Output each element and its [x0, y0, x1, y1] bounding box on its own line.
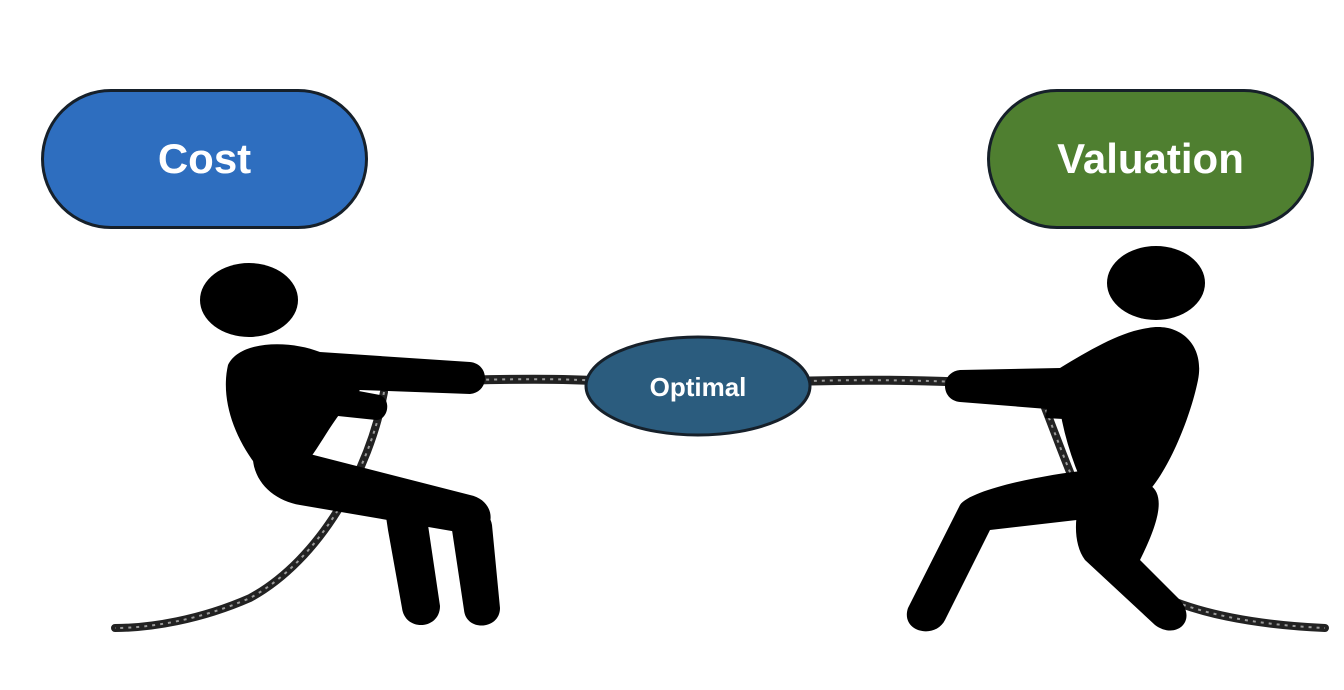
left-person-shin-back — [385, 508, 440, 626]
right-person-leg-back — [906, 470, 1132, 632]
right-person-leg-front — [1075, 480, 1187, 631]
optimal-node: Optimal — [584, 335, 812, 437]
right-person-head — [1107, 246, 1205, 320]
left-person-thigh — [252, 440, 491, 535]
left-person-torso — [225, 344, 485, 470]
cost-label-pill: Cost — [41, 89, 368, 229]
person-pulling-right-figure — [906, 246, 1205, 632]
cost-label: Cost — [157, 135, 252, 182]
valuation-label-pill: Valuation — [987, 89, 1314, 229]
left-person-head — [200, 263, 298, 337]
right-person-arm — [1045, 395, 1130, 422]
left-person-arm — [300, 380, 388, 420]
left-trailing-rope — [111, 388, 388, 632]
valuation-label: Valuation — [1057, 135, 1244, 182]
optimal-ellipse — [584, 335, 812, 437]
optimal-label: Optimal — [650, 372, 747, 402]
left-person-shin-front — [450, 503, 500, 626]
person-pulling-left-figure — [200, 263, 500, 626]
